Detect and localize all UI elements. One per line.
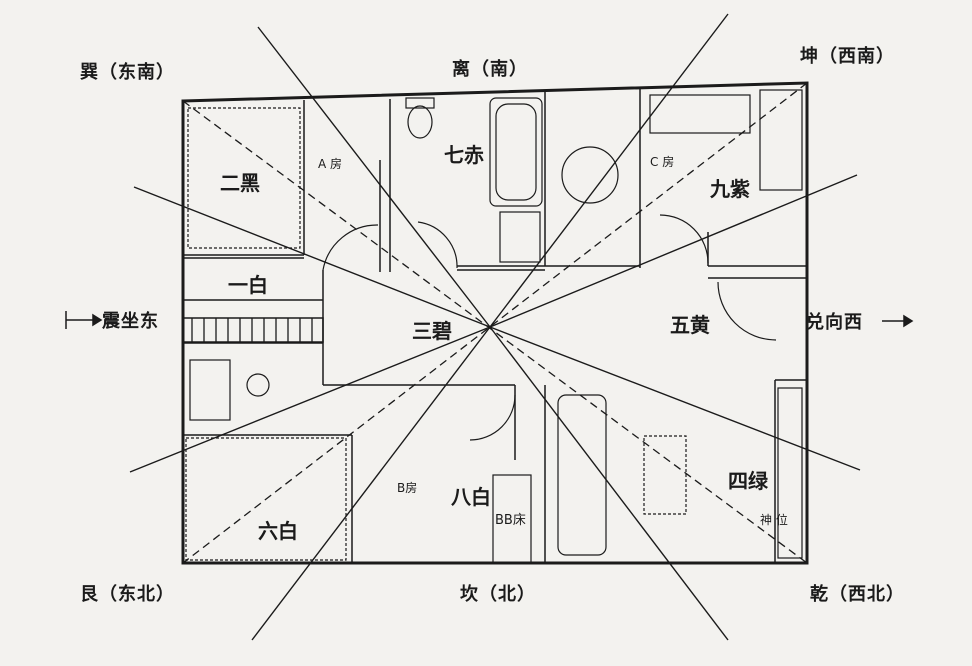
chair-icon <box>246 373 270 397</box>
bb-bed-frame <box>492 474 532 564</box>
railing-bars <box>191 318 313 342</box>
direction-lines <box>129 13 861 641</box>
palace-qi-chi: 七赤 <box>444 143 484 167</box>
room-b-label: B房 <box>397 480 417 495</box>
palace-liu-bai: 六白 <box>258 519 298 543</box>
desk-1 <box>189 359 231 421</box>
plant-box <box>643 435 687 515</box>
bed-a <box>187 107 301 249</box>
sink <box>499 211 541 263</box>
bed-b <box>185 437 347 561</box>
round-fixture <box>561 146 619 204</box>
west-arrow-icon <box>882 314 914 328</box>
altar <box>777 387 803 559</box>
house-outline <box>181 81 809 565</box>
direction-southeast: 巽（东南） <box>80 61 175 83</box>
palace-yi-bai: 一白 <box>228 273 268 297</box>
diagonal-dashed-lines <box>182 82 808 564</box>
cabinet-c <box>649 94 751 134</box>
interior-walls <box>183 89 807 563</box>
direction-northwest: 乾（西北） <box>810 583 905 605</box>
direction-south: 离（南） <box>452 58 528 80</box>
door-arcs <box>322 214 777 441</box>
toilet-tank <box>405 97 435 109</box>
palace-er-hei: 二黑 <box>220 171 260 195</box>
palace-wu-huang: 五黄 <box>670 313 710 337</box>
palace-jiu-zi: 九紫 <box>709 177 750 201</box>
palace-si-lv: 四绿 <box>728 469 769 493</box>
direction-west: 兑向西 <box>806 311 863 333</box>
fixtures <box>185 89 803 564</box>
direction-north: 坎（北） <box>460 583 536 605</box>
wardrobe-c <box>759 89 803 191</box>
palace-san-bi: 三碧 <box>412 319 452 343</box>
bathtub-inner <box>495 103 537 201</box>
bathtub <box>489 97 543 207</box>
shen-wei-label: 神 位 <box>760 512 788 527</box>
direction-southwest: 坤（西南） <box>800 45 895 67</box>
direction-east: 震坐东 <box>102 310 159 332</box>
bb-bed-label: BB床 <box>495 513 526 528</box>
palace-ba-bai: 八白 <box>451 485 491 509</box>
direction-northeast: 艮（东北） <box>80 583 175 605</box>
toilet-icon <box>407 105 433 139</box>
railing <box>182 317 324 343</box>
room-a-label: A 房 <box>318 156 342 171</box>
room-c-label: C 房 <box>650 154 674 169</box>
east-arrow-icon <box>65 311 103 329</box>
sofa <box>557 394 607 556</box>
